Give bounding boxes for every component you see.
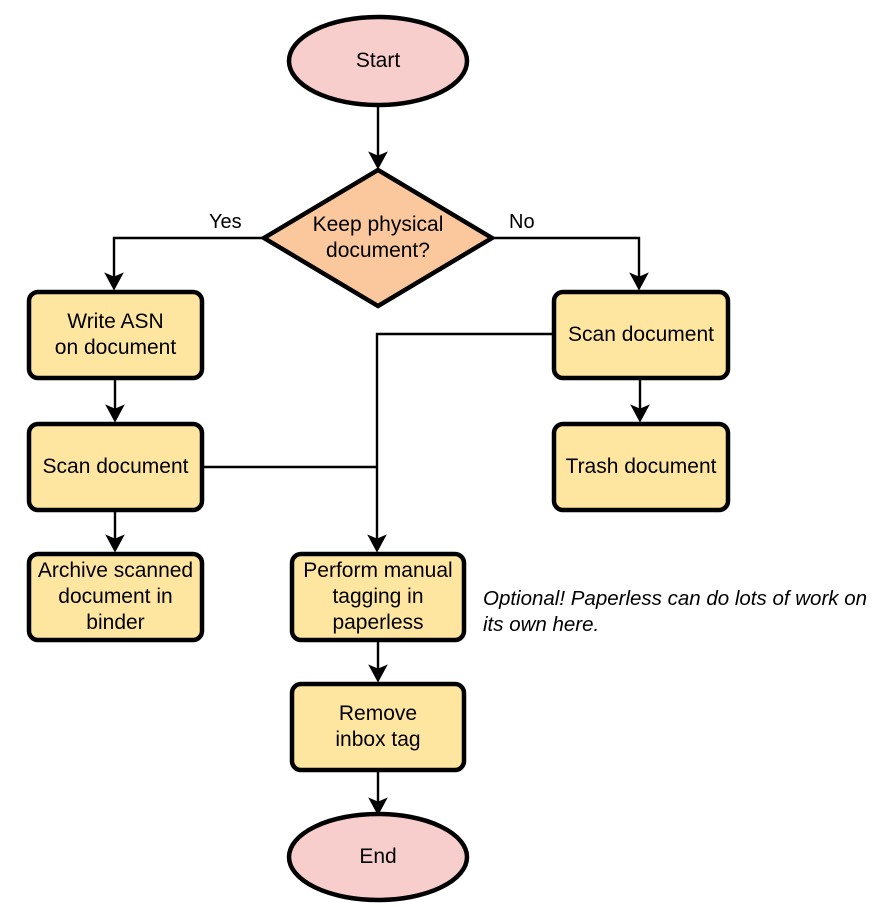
optional-note: Optional! Paperless can do lots of work …	[483, 587, 868, 636]
edge-decision-yes	[104, 236, 262, 291]
edge-scan-right-to-tagging	[367, 332, 552, 553]
node-start[interactable]	[286, 14, 470, 108]
node-manual-tagging[interactable]	[289, 551, 467, 643]
edge-decision-no	[494, 236, 649, 291]
node-layer	[26, 14, 731, 903]
node-end[interactable]	[286, 811, 470, 903]
node-archive-scanned[interactable]	[26, 551, 205, 643]
edge-label-no: No	[509, 211, 535, 233]
node-remove-inbox-tag[interactable]	[289, 681, 467, 773]
edge-label-yes: Yes	[209, 211, 242, 233]
edge-layer	[104, 106, 650, 816]
node-scan-document-right[interactable]	[551, 289, 731, 381]
node-trash-document[interactable]	[551, 421, 731, 513]
node-write-asn[interactable]	[26, 289, 205, 381]
node-scan-document-left[interactable]	[26, 421, 205, 513]
node-decision-keep-physical[interactable]	[259, 167, 497, 309]
